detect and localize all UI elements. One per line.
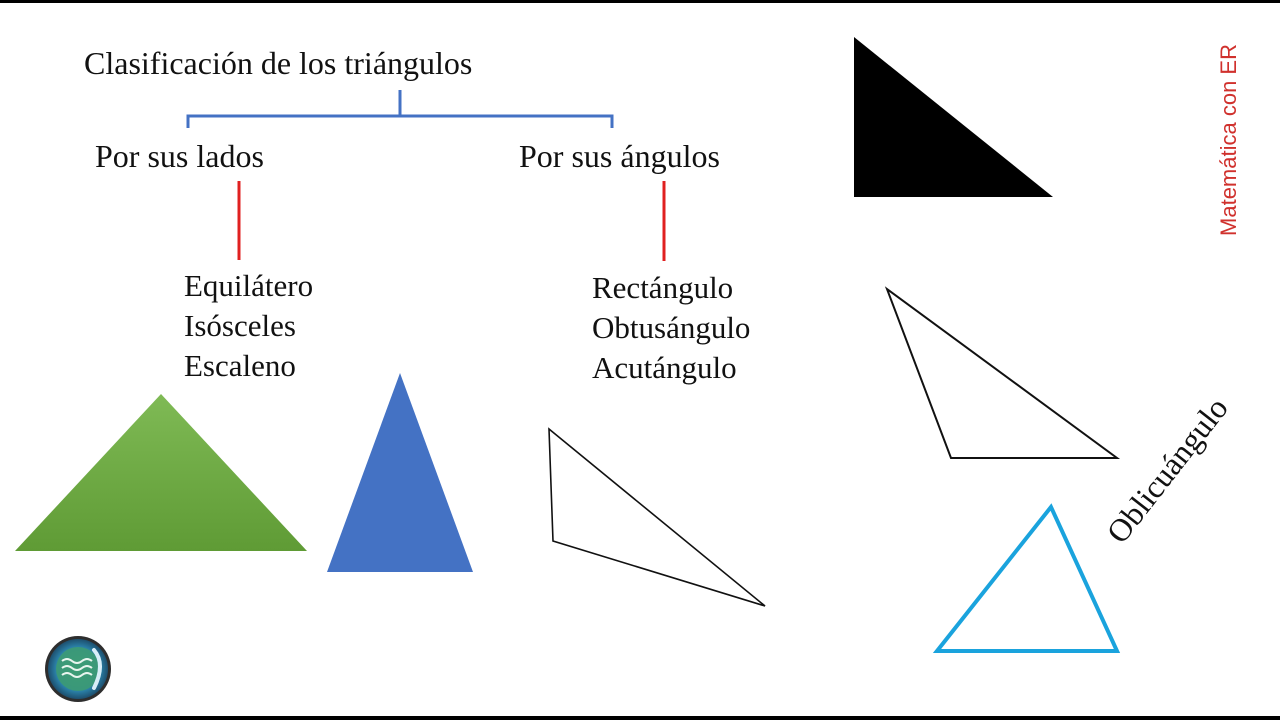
cyan-acute-triangle (932, 503, 1121, 653)
classification-brace (186, 90, 614, 128)
list-item-isosceles: Isósceles (184, 308, 296, 343)
angles-type-list: Rectángulo Obtusángulo Acutángulo (592, 268, 750, 388)
list-item-escaleno: Escaleno (184, 348, 296, 383)
black-right-triangle (854, 37, 1053, 197)
list-item-acutangulo: Acutángulo (592, 350, 737, 385)
diagram-title: Clasificación de los triángulos (84, 45, 473, 81)
branch-by-angles-label: Por sus ángulos (519, 138, 720, 174)
branch-by-sides-label: Por sus lados (95, 138, 264, 174)
list-item-rectangulo: Rectángulo (592, 270, 734, 305)
obtuse-outline-triangle (884, 286, 1121, 459)
green-triangle (15, 394, 307, 551)
top-border (0, 0, 1280, 3)
bottom-border (0, 716, 1280, 720)
scalene-outline-triangle (548, 427, 766, 607)
list-item-obtusangulo: Obtusángulo (592, 310, 751, 345)
wave-circle-logo-icon (45, 636, 111, 702)
sides-type-list: Equilátero Isósceles Escaleno (184, 266, 313, 386)
watermark-text: Matemática con ER (1216, 44, 1241, 236)
list-item-equilatero: Equilátero (184, 268, 314, 303)
blue-triangle (327, 373, 473, 572)
